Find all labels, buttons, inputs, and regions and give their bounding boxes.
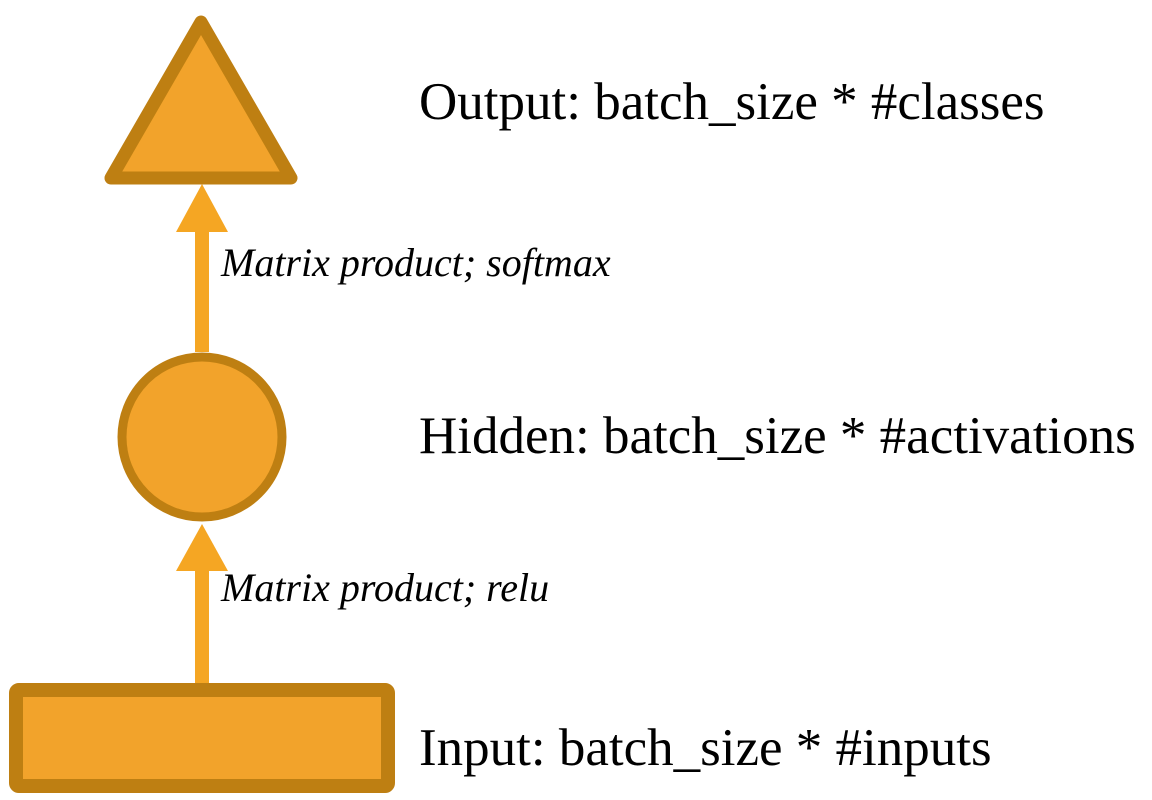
edge-input-to-hidden-arrow xyxy=(176,524,228,690)
node-label-input: Input: batch_size * #inputs xyxy=(419,719,992,777)
node-label-hidden: Hidden: batch_size * #activations xyxy=(419,407,1136,465)
edge-hidden-to-output-arrow xyxy=(176,184,228,352)
node-hidden-shape[interactable] xyxy=(117,352,287,522)
edge-label-hidden-to-output: Matrix product; softmax xyxy=(221,240,611,285)
node-label-output: Output: batch_size * #classes xyxy=(419,73,1045,131)
node-input-shape[interactable] xyxy=(9,683,395,793)
edge-label-input-to-hidden: Matrix product; relu xyxy=(221,565,550,610)
node-output-shape[interactable] xyxy=(104,15,298,185)
